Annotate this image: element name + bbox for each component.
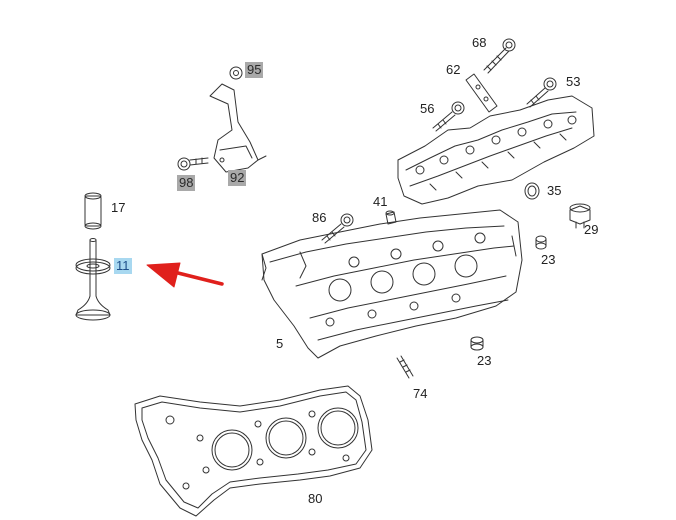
callout-23-upper[interactable]: 23 — [541, 252, 556, 267]
callout-74[interactable]: 74 — [413, 386, 428, 401]
dowel-23-upper — [535, 235, 547, 250]
callout-53[interactable]: 53 — [566, 74, 581, 89]
bolt-68 — [483, 38, 516, 74]
camshaft-cover — [397, 95, 595, 205]
callout-35[interactable]: 35 — [547, 183, 562, 198]
head-gasket — [134, 385, 373, 517]
callout-5[interactable]: 5 — [276, 336, 284, 351]
bracket-92 — [209, 83, 267, 173]
stud-74 — [396, 355, 414, 379]
bolt-98 — [177, 157, 209, 171]
callout-95[interactable]: 95 — [245, 62, 264, 78]
bracket-62 — [465, 73, 498, 113]
callout-92[interactable]: 92 — [228, 170, 247, 186]
callout-17[interactable]: 17 — [111, 200, 126, 215]
callout-80[interactable]: 80 — [308, 491, 323, 506]
seal-ring-35 — [524, 182, 540, 200]
callout-86[interactable]: 86 — [312, 210, 327, 225]
valve-guide-17 — [84, 192, 102, 230]
bolt-56 — [432, 101, 465, 132]
pointer-arrow — [146, 262, 224, 288]
cylinder-head — [261, 209, 523, 359]
bolt-53 — [526, 77, 557, 108]
callout-11[interactable]: 11 — [114, 258, 132, 274]
valve-11 — [75, 238, 111, 321]
callout-29[interactable]: 29 — [584, 222, 599, 237]
washer-95 — [229, 66, 243, 80]
callout-62[interactable]: 62 — [446, 62, 461, 77]
callout-41[interactable]: 41 — [373, 194, 388, 209]
dowel-23-lower — [470, 336, 484, 351]
bolt-86 — [321, 213, 354, 244]
callout-56[interactable]: 56 — [420, 101, 435, 116]
callout-98[interactable]: 98 — [177, 175, 196, 191]
callout-23-lower[interactable]: 23 — [477, 353, 492, 368]
callout-68[interactable]: 68 — [472, 35, 487, 50]
plug-29 — [569, 203, 591, 229]
